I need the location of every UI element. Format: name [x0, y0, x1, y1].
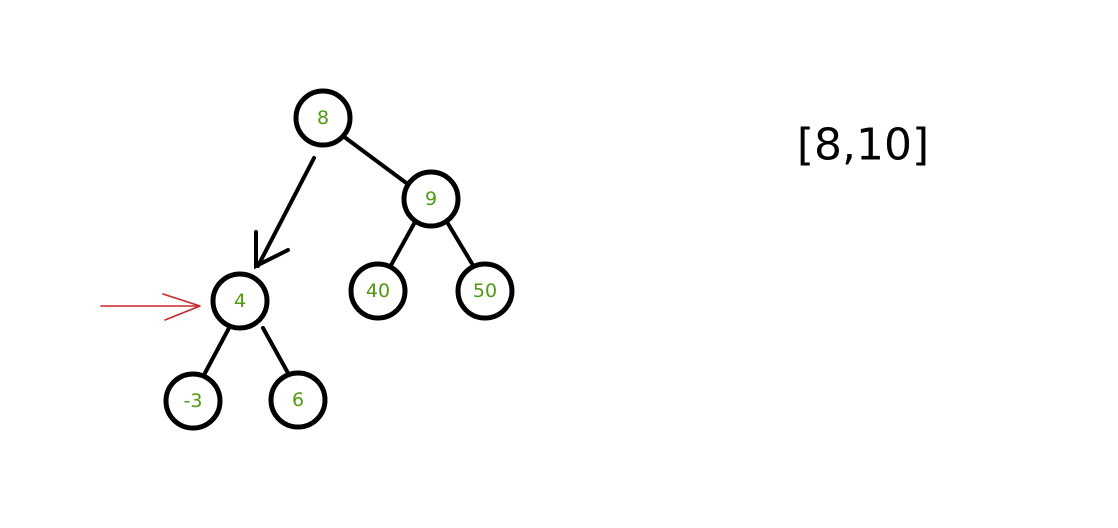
edge-9-40: [388, 220, 417, 269]
tree-node-9: 9: [401, 169, 461, 229]
edge-4-neg3: [203, 326, 231, 375]
node-label: 4: [234, 290, 246, 312]
edge-4-6: [261, 326, 290, 375]
edge-9-50: [445, 220, 476, 269]
node-label: 6: [292, 389, 304, 411]
traversal-arrow: [254, 156, 316, 270]
tree-node-8: 8: [293, 88, 353, 148]
range-text: [8,10]: [797, 120, 929, 171]
tree-node-4: 4: [210, 271, 270, 331]
node-label: 50: [473, 280, 497, 302]
node-label: 9: [425, 188, 437, 210]
tree-node-6: 6: [268, 370, 328, 430]
node-label: 40: [366, 280, 390, 302]
tree-node-40: 40: [348, 261, 408, 321]
node-label: 8: [317, 107, 329, 129]
pointer-arrow-icon: [100, 293, 201, 321]
node-label: -3: [184, 390, 203, 412]
edge-8-9: [341, 134, 411, 187]
tree-node-neg3: -3: [163, 371, 223, 431]
edges: [203, 134, 476, 375]
tree-node-50: 50: [455, 261, 515, 321]
